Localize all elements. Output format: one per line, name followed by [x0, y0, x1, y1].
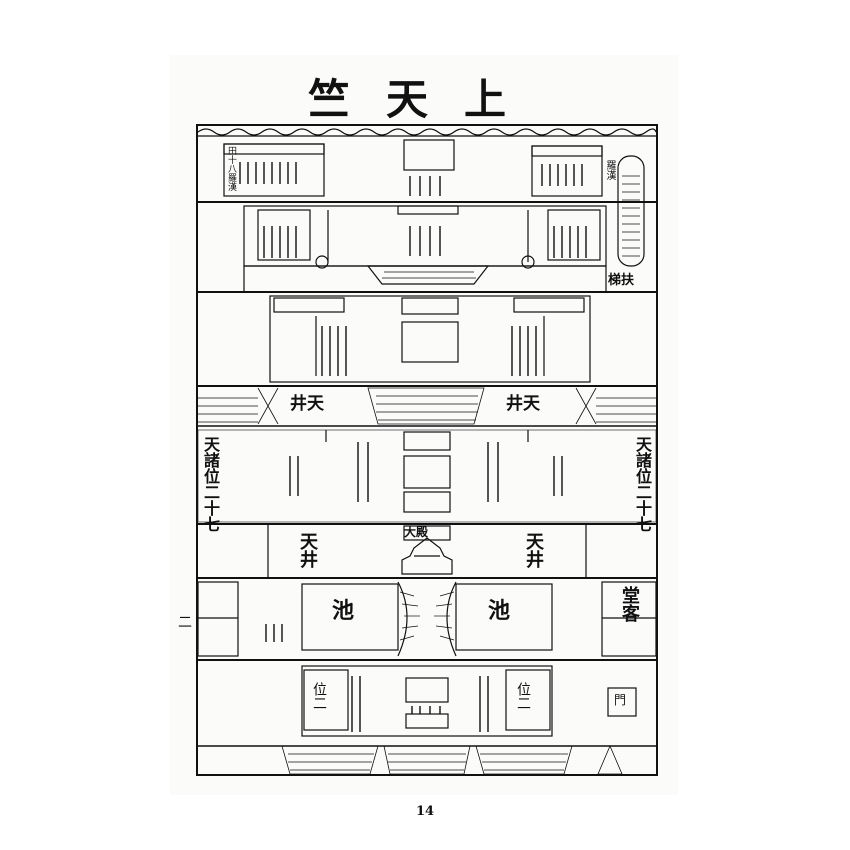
- middle-altar: [403, 455, 451, 489]
- bottom-hall: [301, 665, 553, 737]
- top-right-inscription: 羅漢: [604, 160, 615, 180]
- pond-label-left: 池: [332, 598, 355, 624]
- right-pond: [455, 583, 553, 651]
- top-center-shrine: [403, 139, 455, 171]
- tianjing-label-lower-left: 天井: [297, 532, 318, 568]
- middle-hall: [198, 429, 656, 523]
- second-hall: [243, 205, 607, 267]
- right-side-hall: [601, 581, 656, 657]
- zhutian-label-right: 天諸位二十七: [633, 436, 652, 532]
- ladder-label: 梯扶: [608, 273, 635, 288]
- wei-label-right: 位二: [515, 682, 531, 710]
- page-title: 竺天上: [307, 75, 542, 124]
- side-hall-label: 堂客: [619, 586, 640, 622]
- wei-label-left: 位二: [311, 682, 327, 710]
- bottom-stairs: [281, 744, 623, 774]
- left-side-building: [198, 581, 239, 657]
- page-number: 14: [415, 804, 435, 819]
- top-left-inscription: 田十八羅漢: [226, 146, 236, 191]
- upper-courtyard-stairs: [198, 387, 656, 425]
- zhutian-label-left: 天諸位二十七: [201, 436, 220, 532]
- bottom-altar: [405, 677, 449, 703]
- tianjing-label-upper-left: 井天: [290, 394, 324, 414]
- gate-label: 門: [614, 693, 627, 707]
- pond-label-right: 池: [488, 598, 511, 624]
- margin-mark: 二: [178, 615, 192, 631]
- temple-floor-plan: 井天 井天 天井 天井 池 池 梯扶 大殿 堂客 門 天諸位二十七 天諸位二十七…: [196, 124, 658, 776]
- roof-wave-decoration: [198, 128, 656, 136]
- gate-box: [607, 687, 637, 717]
- altar-figures: [239, 162, 587, 732]
- second-hall-platform: [243, 265, 607, 293]
- center-bridge: [397, 581, 457, 657]
- hall-sign: 大殿: [404, 525, 429, 539]
- tianjing-label-upper-right: 井天: [506, 394, 540, 414]
- stair-steps: [622, 175, 640, 257]
- tianjing-label-lower-right: 天井: [523, 532, 544, 568]
- main-hall: [269, 295, 591, 383]
- floor-plan-drawing: [198, 128, 656, 774]
- pavilion: [401, 537, 453, 575]
- top-left-shrine: [223, 143, 325, 197]
- stair-tower: [617, 155, 645, 267]
- left-pond: [301, 583, 399, 651]
- paper-sheet: [170, 55, 678, 795]
- main-altar: [401, 321, 459, 363]
